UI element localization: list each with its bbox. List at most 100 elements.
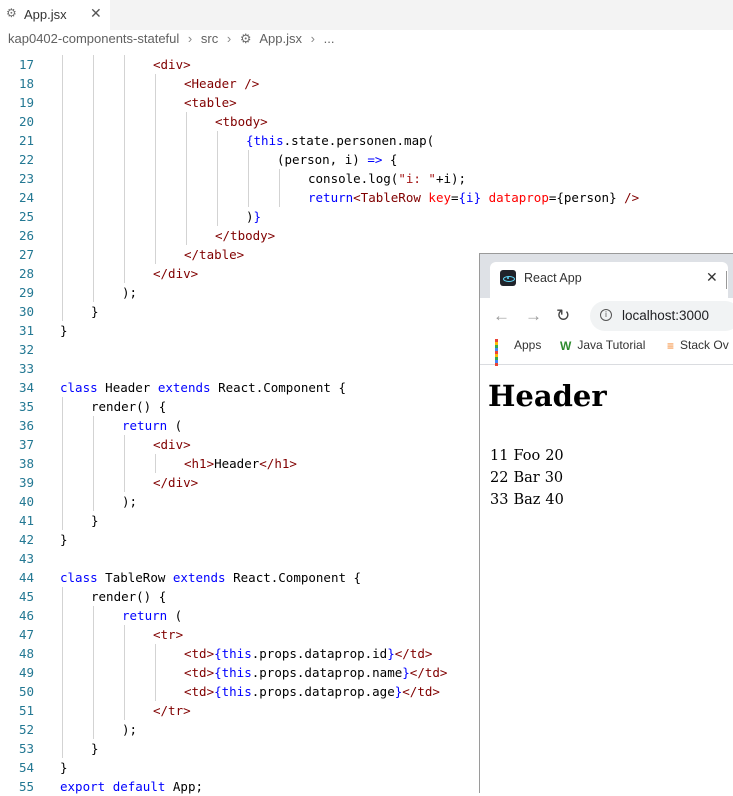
code-token: {this [246,133,284,148]
indent-guide [93,150,94,169]
code-line[interactable]: 49<td>{this.props.dataprop.name}</td> [0,663,733,682]
breadcrumb-item-folder[interactable]: kap0402-components-stateful [8,31,180,46]
address-bar[interactable]: i localhost:3000 [590,301,733,331]
close-icon[interactable]: ✕ [90,5,102,21]
code-line[interactable]: 47<tr> [0,625,733,644]
code-line[interactable]: 27</table> [0,245,733,264]
code-line[interactable]: 48<td>{this.props.dataprop.id}</td> [0,644,733,663]
indent-guide [93,625,94,644]
code-line[interactable]: 32 [0,340,733,359]
code-line[interactable]: 38<h1>Header</h1> [0,454,733,473]
line-number: 20 [18,114,34,129]
indent-guide [93,169,94,188]
indent-guide [93,492,94,511]
reload-icon[interactable]: ↻ [556,306,571,325]
code-text: (person, i) => { [277,150,397,169]
breadcrumb-item-file[interactable]: App.jsx [259,31,303,46]
indent-guide [124,112,125,131]
code-line[interactable]: 37<div> [0,435,733,454]
code-text: return ( [122,606,182,625]
stackoverflow-icon: ≡ [667,338,675,353]
code-text: </div> [153,473,198,492]
code-line[interactable]: 18<Header /> [0,74,733,93]
code-line[interactable]: 20<tbody> [0,112,733,131]
browser-tab-react-app[interactable]: React App ✕ [490,262,728,298]
code-line[interactable]: 41} [0,511,733,530]
line-number: 51 [18,703,34,718]
code-line[interactable]: 28</div> [0,264,733,283]
code-line[interactable]: 53} [0,739,733,758]
code-line[interactable]: 42} [0,530,733,549]
indent-guide [124,207,125,226]
back-arrow-icon[interactable]: ← [493,306,510,325]
address-bar-url[interactable]: localhost:3000 [622,308,710,323]
editor-tab-bar: ⚙ App.jsx ✕ [0,0,733,30]
code-line[interactable]: 30} [0,302,733,321]
code-line[interactable]: 26</tbody> [0,226,733,245]
indent-guide [93,74,94,93]
code-line[interactable]: 43 [0,549,733,568]
code-line[interactable]: 17<div> [0,55,733,74]
indent-guide [124,264,125,283]
apps-grid-icon [495,339,508,367]
gear-icon: ⚙ [239,31,252,46]
code-text: render() { [91,587,166,606]
code-line[interactable]: 19<table> [0,93,733,112]
close-icon[interactable]: ✕ [706,269,718,285]
indent-guide [217,207,218,226]
indent-guide [62,720,63,739]
code-token: TableRow [97,570,173,585]
code-text: } [91,511,99,530]
code-line[interactable]: 25)} [0,207,733,226]
code-line[interactable]: 40); [0,492,733,511]
code-token: React.Component { [210,380,347,395]
indent-guide [62,150,63,169]
line-number: 43 [18,551,34,566]
code-token: Header [214,456,260,471]
editor-tab-label: App.jsx [24,7,67,22]
breadcrumb-item-src[interactable]: src [200,31,219,46]
indent-guide [124,74,125,93]
code-text: <tr> [153,625,183,644]
code-line[interactable]: 22(person, i) => { [0,150,733,169]
indent-guide [62,112,63,131]
line-number: 27 [18,247,34,262]
code-line[interactable]: 51</tr> [0,701,733,720]
indent-guide [93,131,94,150]
code-token: .props.dataprop.name [251,665,403,680]
code-line[interactable]: 31} [0,321,733,340]
indent-guide [93,473,94,492]
code-line[interactable]: 39</div> [0,473,733,492]
line-number: 38 [18,456,34,471]
code-line[interactable]: 54} [0,758,733,777]
gear-icon: ⚙ [6,6,17,20]
code-line[interactable]: 50<td>{this.props.dataprop.age}</td> [0,682,733,701]
bookmark-stack-overflow[interactable]: ≡Stack Ov [667,338,729,353]
breadcrumb-item-more[interactable]: ... [323,31,335,46]
chevron-right-icon: › [310,31,315,46]
bookmark-apps[interactable]: Apps [495,338,541,367]
code-line[interactable]: 33 [0,359,733,378]
indent-guide [62,435,63,454]
info-icon[interactable]: i [600,309,612,321]
editor-tab-app-jsx[interactable]: ⚙ App.jsx ✕ [0,0,110,30]
code-line[interactable]: 29); [0,283,733,302]
forward-arrow-icon[interactable]: → [525,306,542,325]
code-line[interactable]: 21{this.state.personen.map( [0,131,733,150]
code-line[interactable]: 52); [0,720,733,739]
code-token: = [451,190,459,205]
code-text: } [60,758,68,777]
indent-guide [93,112,94,131]
